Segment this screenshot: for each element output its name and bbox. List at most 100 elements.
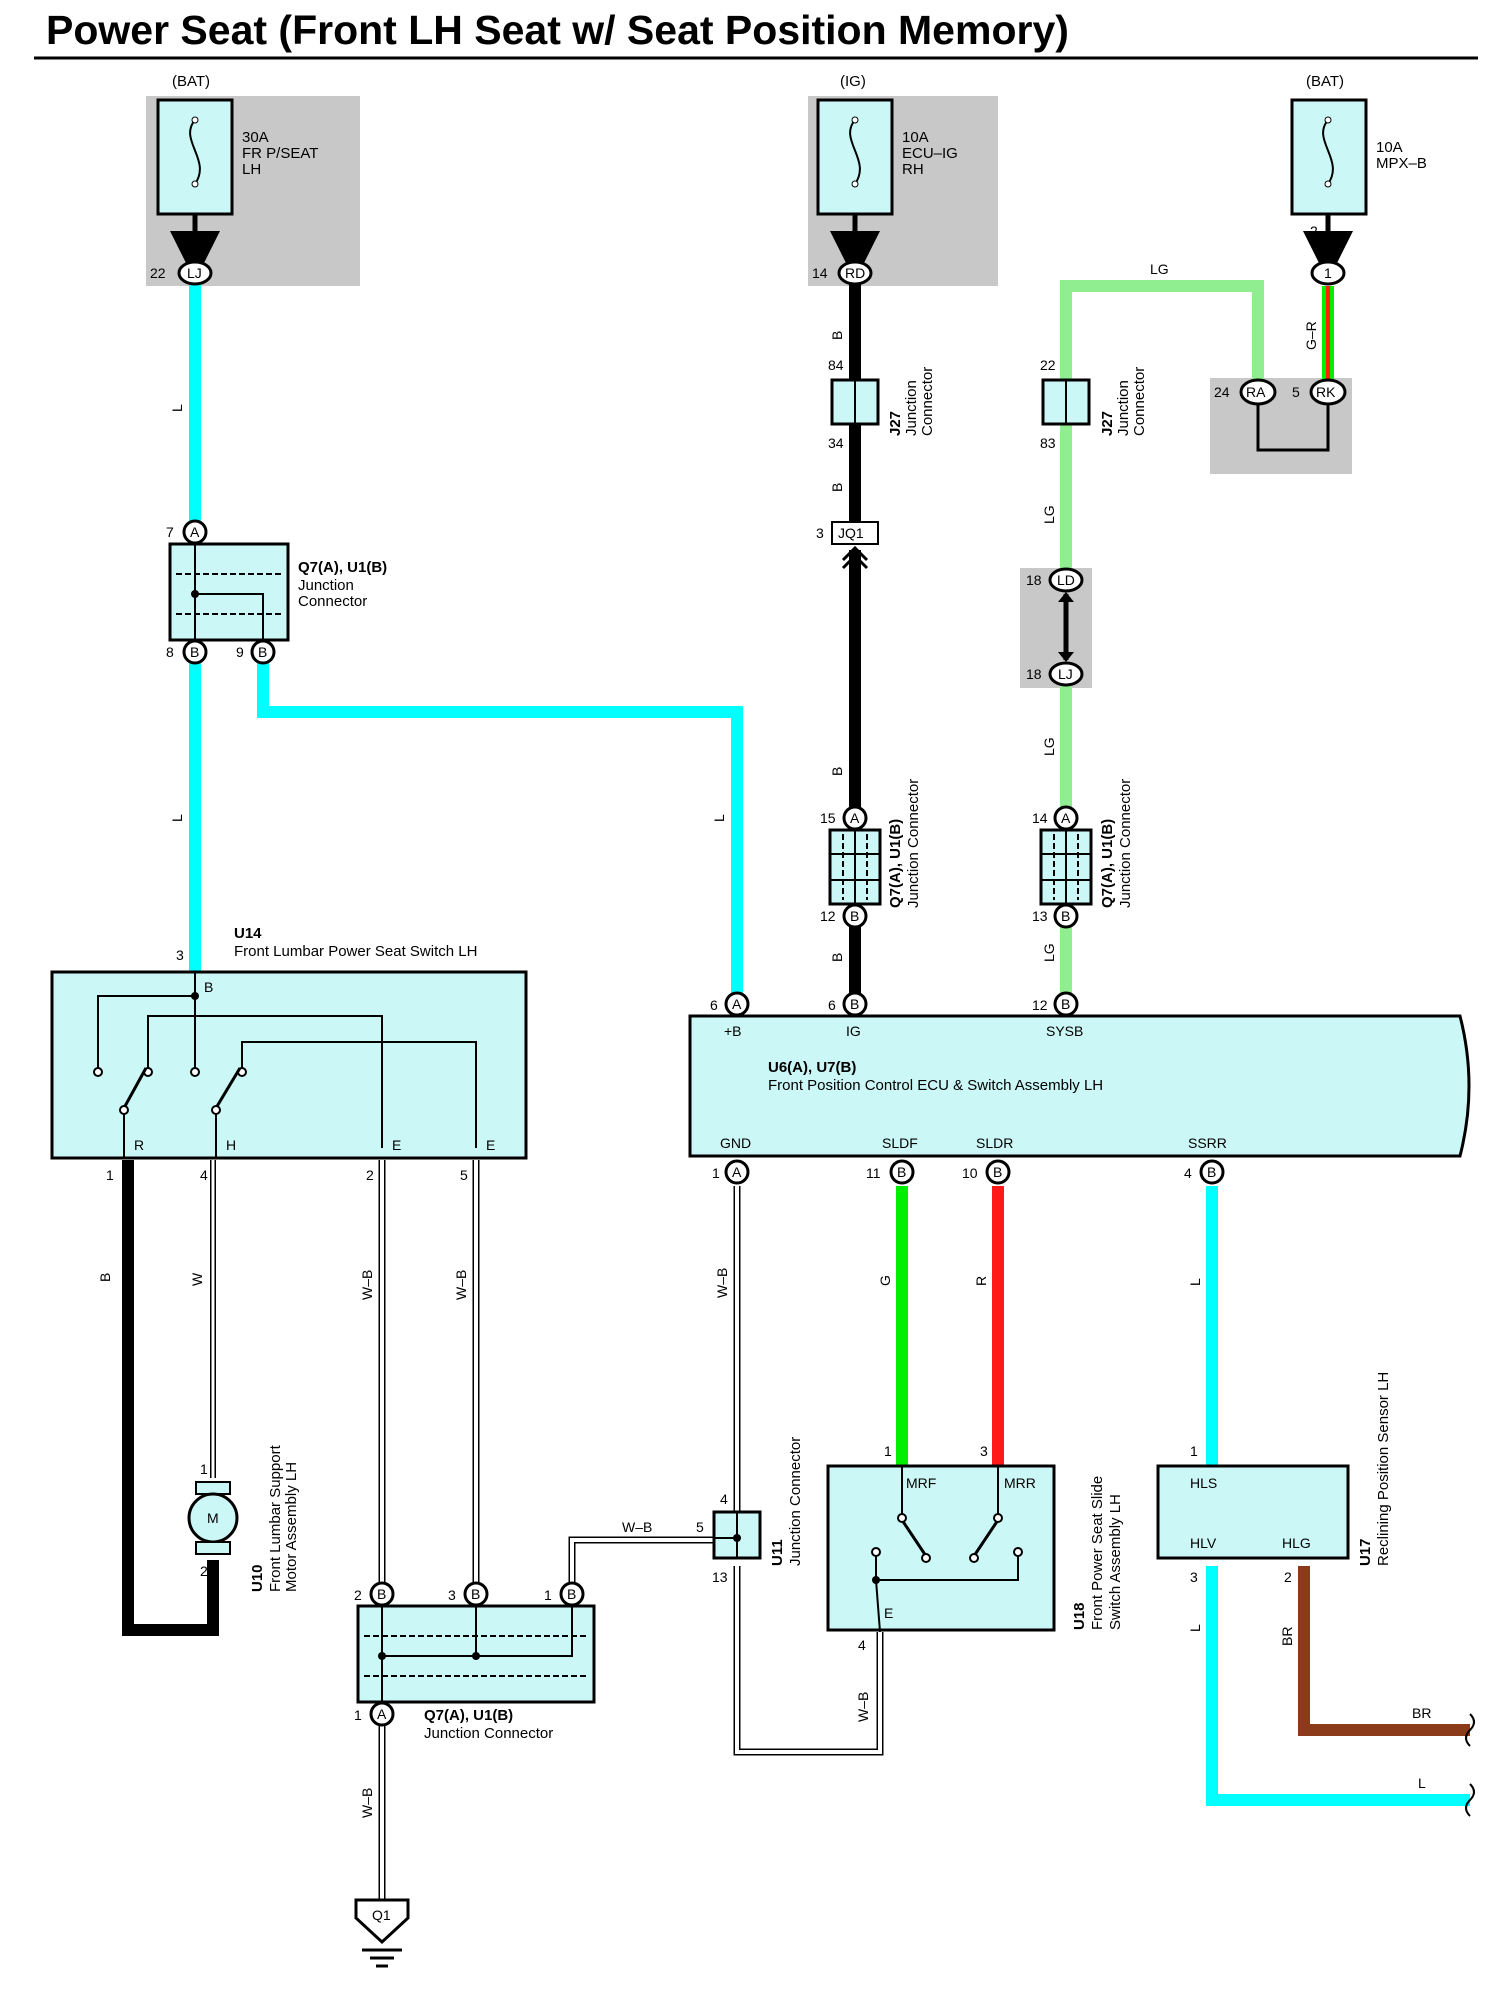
fuse1-pin: 22	[150, 265, 166, 281]
wire-label-g: G	[877, 1275, 893, 1286]
fuse1-symbol	[189, 119, 201, 185]
wire-label-lg-1: LG	[1041, 505, 1057, 524]
u14-id: U14	[234, 925, 262, 942]
u14-pin-5: 5	[460, 1167, 468, 1183]
fuse2-name1: ECU–IG	[902, 145, 958, 162]
wire-ra-rk-bridge	[1256, 404, 1330, 452]
u10-id: U10	[249, 1564, 266, 1592]
ecu-desc: Front Position Control ECU & Switch Asse…	[768, 1077, 1103, 1094]
fuse1-rating: 30A	[242, 129, 269, 146]
jv1-pin-b-label: B	[850, 908, 859, 924]
wire-label-w: W	[189, 1272, 205, 1286]
wire-label-br-1: BR	[1279, 1627, 1295, 1646]
wire-label-r: R	[973, 1276, 989, 1286]
j27-right-pin-top: 22	[1040, 357, 1056, 373]
u14-term-e2: E	[486, 1137, 495, 1153]
conn-ra-pin: 24	[1214, 384, 1230, 400]
jq1-box	[831, 521, 879, 545]
ld-lj-arrow-up	[1058, 592, 1074, 602]
j27-right-desc1: Junction	[1115, 380, 1132, 436]
u11-splice	[733, 1534, 741, 1542]
ecu-term-sldr: SLDR	[976, 1135, 1013, 1151]
u17-pin-2: 2	[1284, 1569, 1292, 1585]
u18-contact-3	[969, 1553, 979, 1563]
conn-ra	[1239, 378, 1277, 406]
jv2-pin-b-num: 13	[1032, 908, 1048, 924]
j27-right-id: J27	[1099, 411, 1116, 436]
jv2-pin-b	[1053, 903, 1079, 929]
jt-pin-b1-num: 8	[166, 644, 174, 660]
fuse3-dot-top	[1324, 116, 1332, 124]
u14-blade-r	[122, 1067, 148, 1109]
jt-pin-b1	[182, 639, 208, 665]
fuse3-conn-label: 1	[1324, 265, 1332, 281]
wire-label-b-1: B	[829, 331, 845, 340]
u18-contact-1	[871, 1547, 881, 1557]
wire-label-l-end: L	[1418, 1775, 1426, 1791]
u18-id: U18	[1071, 1602, 1088, 1630]
ecu-top-pin-2: 6	[828, 997, 836, 1013]
u18-desc1: Front Power Seat Slide	[1089, 1476, 1106, 1630]
j27-left-id: J27	[887, 411, 904, 436]
j27-left-pin-top: 84	[828, 357, 844, 373]
jb-conn-a	[369, 1701, 395, 1727]
wire-wb-u11-u18-inner	[735, 1566, 882, 1754]
wire-label-wb-6: W–B	[855, 1692, 871, 1722]
fuse2-dot-top	[851, 116, 859, 124]
u11-id: U11	[769, 1539, 786, 1566]
u14-pin-2: 2	[366, 1167, 374, 1183]
u18-contact-4	[1013, 1547, 1023, 1557]
wire-label-wb-4: W–B	[359, 1788, 375, 1818]
u11-pin-13: 13	[712, 1569, 728, 1585]
ecu-term-sldf: SLDF	[882, 1135, 918, 1151]
jq1-label: JQ1	[838, 525, 864, 541]
jv1-pin-b	[842, 903, 868, 929]
jb-conn-a-label: A	[377, 1706, 387, 1722]
wire-label-wb-3: W–B	[622, 1519, 652, 1535]
u18-blade-r	[972, 1519, 1000, 1557]
fuse1-conn	[177, 260, 213, 286]
ground-pentagon	[354, 1898, 410, 1945]
u18-desc2: Switch Assembly LH	[1107, 1494, 1124, 1630]
fuse1-name2: LH	[242, 161, 261, 178]
wire-label-b-2: B	[829, 483, 845, 492]
jt-pin-b2-label: B	[258, 644, 267, 660]
wire-label-l-ssrr: L	[1187, 1278, 1203, 1286]
jq1-pin: 3	[816, 525, 824, 541]
ground-icon	[362, 1948, 402, 1968]
jt-pin-a-num: 7	[166, 524, 174, 540]
u17-pin-3: 3	[1190, 1569, 1198, 1585]
fuse1-name1: FR P/SEAT	[242, 145, 318, 162]
u18-term-e: E	[884, 1605, 893, 1621]
ecu-bot-pin-4: 4	[1184, 1165, 1192, 1181]
ecu-id: U6(A), U7(B)	[768, 1059, 856, 1076]
u18-pin-1: 1	[884, 1443, 892, 1459]
jt-pin-b1-label: B	[190, 644, 199, 660]
fuse2-dot-bot	[851, 180, 859, 188]
jt-desc1: Junction	[298, 577, 354, 594]
wire-label-lg-2: LG	[1041, 737, 1057, 756]
wire-label-lg-3: LG	[1041, 943, 1057, 962]
jb-node-1	[378, 1652, 386, 1660]
fuse3-symbol	[1322, 119, 1334, 185]
jv2-pin-a-label: A	[1061, 810, 1071, 826]
ecu-bot-conn-2-label: B	[897, 1164, 906, 1180]
fuse2-name2: RH	[902, 161, 924, 178]
ecu-bot-pin-1: 1	[712, 1165, 720, 1181]
fuse1-dot-bot	[191, 180, 199, 188]
wire-l-hlv	[1206, 1566, 1470, 1806]
ecu-bot-conn-4-label: B	[1207, 1164, 1216, 1180]
u17-id: U17	[1357, 1538, 1374, 1566]
u14-node-b	[191, 992, 199, 1000]
u17-term-hls: HLS	[1190, 1475, 1217, 1491]
u17-term-hlg: HLG	[1282, 1535, 1311, 1551]
u17-term-hlv: HLV	[1190, 1535, 1217, 1551]
u14-pivot-r	[119, 1105, 129, 1115]
conn-lj2-label: LJ	[1058, 666, 1073, 682]
ecu-top-pin-1: 6	[710, 997, 718, 1013]
u17-pin-1: 1	[1190, 1443, 1198, 1459]
jv2-name: Q7(A), U1(B)	[1099, 819, 1116, 908]
ecu-bot-conn-3-label: B	[993, 1164, 1002, 1180]
u18-pivot-f	[897, 1513, 907, 1523]
